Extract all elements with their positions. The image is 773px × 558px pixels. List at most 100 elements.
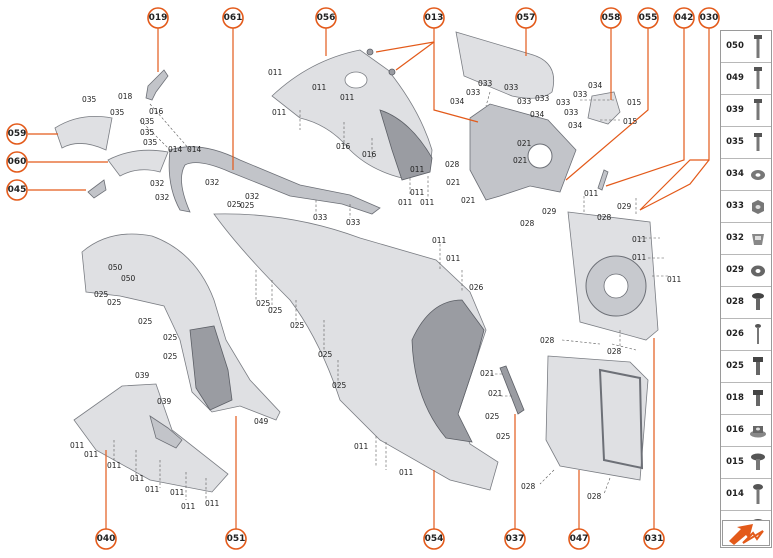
svg-text:021: 021 [513, 156, 528, 165]
legend-code: 039 [726, 105, 744, 115]
pin-icon [755, 324, 761, 344]
svg-text:037: 037 [506, 534, 525, 544]
svg-text:033: 033 [313, 213, 328, 222]
svg-text:016: 016 [336, 142, 351, 151]
svg-text:011: 011 [130, 474, 145, 483]
legend-row: 033 [721, 191, 771, 223]
part-061-sill [168, 146, 381, 215]
svg-text:011: 011 [632, 235, 647, 244]
legend-row: 018 [721, 383, 771, 415]
svg-text:011: 011 [399, 468, 414, 477]
callout-054: 054 [423, 528, 445, 550]
svg-text:025: 025 [268, 306, 283, 315]
svg-text:034: 034 [568, 121, 583, 130]
washer-icon [751, 265, 765, 277]
legend-row: 014 [721, 479, 771, 511]
svg-text:029: 029 [542, 207, 557, 216]
callout-056: 056 [315, 7, 337, 29]
svg-text:025: 025 [138, 317, 153, 326]
svg-text:025: 025 [107, 298, 122, 307]
screw-icon [753, 484, 763, 504]
flange-nut-icon [750, 426, 766, 438]
legend-row: 028 [721, 287, 771, 319]
long-bolt-icon [754, 67, 762, 89]
svg-text:011: 011 [667, 275, 682, 284]
part-055-ring [527, 143, 553, 169]
svg-text:011: 011 [410, 188, 425, 197]
part-054-side-panel [213, 213, 499, 491]
svg-text:028: 028 [597, 213, 612, 222]
svg-text:025: 025 [485, 412, 500, 421]
svg-text:011: 011 [340, 93, 355, 102]
svg-text:033: 033 [504, 83, 519, 92]
svg-text:011: 011 [145, 485, 160, 494]
legend-row: 050 [721, 31, 771, 63]
part-056-shade [379, 109, 433, 181]
callout-013: 013 [423, 7, 445, 29]
svg-text:026: 026 [469, 283, 484, 292]
svg-text:040: 040 [97, 534, 116, 544]
legend-code: 029 [726, 265, 744, 275]
svg-text:014: 014 [168, 145, 183, 154]
legend-row: 026 [721, 319, 771, 351]
svg-text:011: 011 [170, 488, 185, 497]
legend-row: 029 [721, 255, 771, 287]
legend-row: 025 [721, 351, 771, 383]
part-057-glass [455, 31, 555, 99]
svg-text:025: 025 [332, 381, 347, 390]
legend-row: 035 [721, 127, 771, 159]
svg-text:050: 050 [121, 274, 136, 283]
svg-text:011: 011 [272, 108, 287, 117]
svg-text:033: 033 [556, 98, 571, 107]
svg-text:034: 034 [530, 110, 545, 119]
svg-text:034: 034 [588, 81, 603, 90]
svg-text:025: 025 [318, 350, 333, 359]
bolt-icon [753, 357, 763, 375]
part-013-clip-a [366, 48, 374, 56]
svg-text:029: 029 [617, 202, 632, 211]
svg-text:051: 051 [227, 534, 246, 544]
part-047-duct [545, 355, 649, 481]
svg-text:055: 055 [639, 13, 658, 23]
svg-text:028: 028 [520, 219, 535, 228]
clip-nut-icon [752, 234, 764, 245]
svg-text:028: 028 [607, 347, 622, 356]
svg-text:035: 035 [110, 108, 125, 117]
part-054-wheel-arch-shade [411, 299, 485, 443]
legend-code: 026 [726, 329, 744, 339]
callout-042: 042 [673, 7, 695, 29]
svg-text:021: 021 [446, 178, 461, 187]
svg-text:033: 033 [478, 79, 493, 88]
svg-text:060: 060 [8, 157, 27, 167]
svg-text:011: 011 [420, 198, 435, 207]
legend-code: 025 [726, 361, 744, 371]
legend-code: 016 [726, 425, 744, 435]
svg-text:011: 011 [107, 461, 122, 470]
part-047-duct-frame [598, 368, 644, 470]
svg-text:011: 011 [410, 165, 425, 174]
callout-045: 045 [6, 179, 28, 201]
part-019-bracket [145, 69, 169, 101]
svg-text:025: 025 [163, 352, 178, 361]
svg-text:049: 049 [254, 417, 269, 426]
legend-code: 018 [726, 393, 744, 403]
long-bolt-icon [754, 35, 762, 58]
svg-text:033: 033 [466, 88, 481, 97]
svg-text:011: 011 [584, 189, 599, 198]
fastener-lines [113, 91, 668, 500]
legend-code: 015 [726, 457, 744, 467]
svg-text:035: 035 [82, 95, 97, 104]
callout-037: 037 [504, 528, 526, 550]
part-055-frame [469, 103, 577, 201]
svg-text:039: 039 [135, 371, 150, 380]
legend-row: 032 [721, 223, 771, 255]
callout-031: 031 [643, 528, 665, 550]
svg-text:013: 013 [425, 13, 444, 23]
part-058-glass [587, 91, 621, 125]
svg-text:011: 011 [312, 83, 327, 92]
legend-row: 016 [721, 415, 771, 447]
callout-059: 059 [6, 123, 28, 145]
legend-code: 014 [726, 489, 744, 499]
svg-text:045: 045 [8, 185, 27, 195]
